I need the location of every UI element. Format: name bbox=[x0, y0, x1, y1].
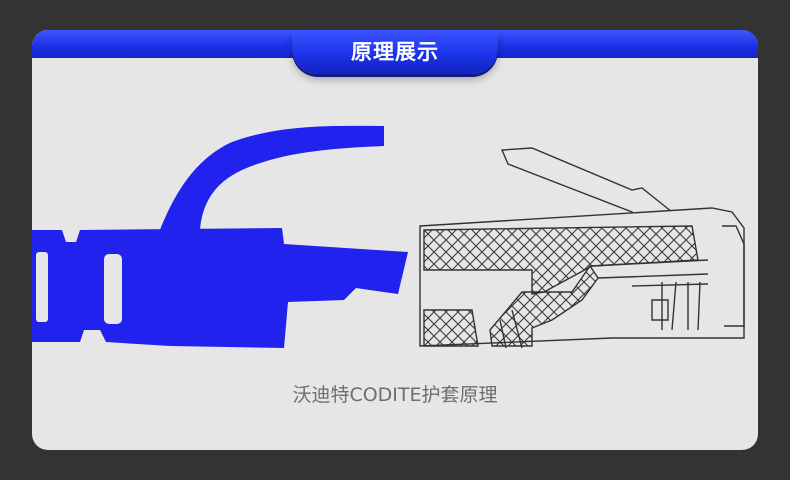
connector-boot-silhouette bbox=[32, 125, 408, 348]
caption: 沃迪特CODITE护套原理 bbox=[292, 384, 498, 406]
illustration bbox=[32, 125, 745, 349]
boot-notches bbox=[36, 252, 122, 324]
title-tab: 原理展示 bbox=[292, 30, 498, 74]
content-panel: 原理展示 bbox=[32, 30, 758, 450]
connector-cross-section bbox=[419, 147, 745, 349]
page-title: 原理展示 bbox=[351, 40, 439, 64]
